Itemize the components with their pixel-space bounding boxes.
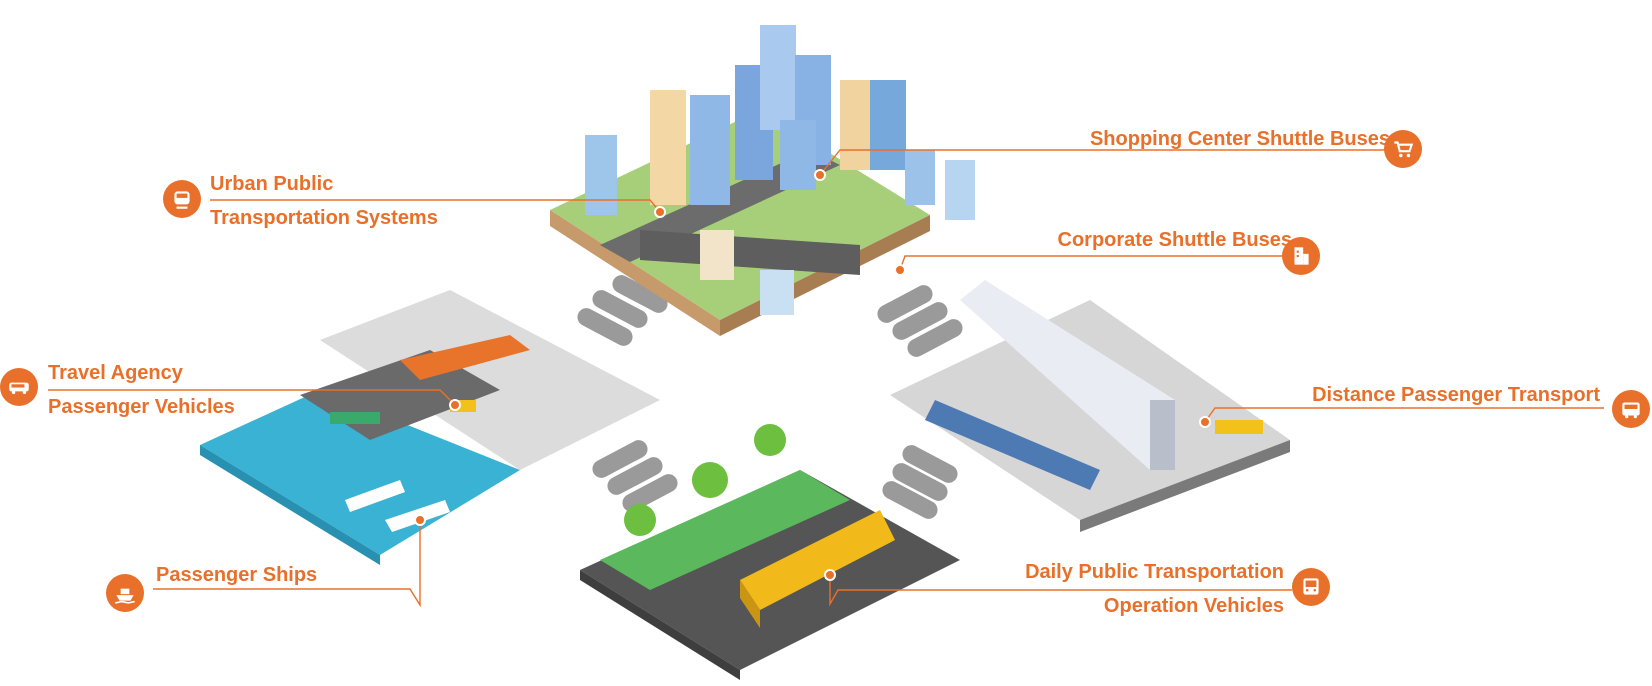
station-tile <box>890 280 1290 532</box>
coach-bus-icon <box>9 382 29 395</box>
travel-line1: Travel Agency <box>48 362 183 384</box>
urban-badge <box>163 180 201 218</box>
intercity-bus-icon <box>1622 402 1640 419</box>
callout-dots <box>414 169 1211 581</box>
city-tile <box>550 25 975 336</box>
ships-badge <box>106 574 144 612</box>
callout-lines <box>48 149 1604 608</box>
urban-line1: Urban Public <box>210 173 334 195</box>
travel-line2: Passenger Vehicles <box>48 396 235 418</box>
daily-badge <box>1292 568 1330 606</box>
corporate-label: Corporate Shuttle Buses <box>1058 223 1292 257</box>
ships-line1: Passenger Ships <box>156 564 318 586</box>
ships-label: Passenger Ships <box>156 558 317 592</box>
office-building-icon <box>1294 247 1309 265</box>
daily-line2: Operation Vehicles <box>1103 595 1284 617</box>
shopping-label: Shopping Center Shuttle Buses <box>1090 122 1390 156</box>
port-tile <box>200 290 660 565</box>
shopping-cart-icon <box>1394 141 1414 158</box>
distance-label: Distance Passenger Transport <box>1312 378 1600 412</box>
train-icon <box>174 191 190 209</box>
distance-line1: Distance Passenger Transport <box>1312 384 1600 406</box>
bus-stop-tile <box>580 424 960 680</box>
city-bus-icon <box>1303 578 1319 595</box>
shopping-badge <box>1384 130 1422 168</box>
shopping-line1: Shopping Center Shuttle Buses <box>1089 128 1390 150</box>
travel-badge <box>0 368 38 406</box>
daily-label: Daily Public Transportation Operation Ve… <box>1025 555 1284 623</box>
corporate-badge <box>1282 237 1320 275</box>
road-connector-pills <box>577 275 963 519</box>
urban-line2: Transportation Systems <box>210 207 438 229</box>
corporate-line1: Corporate Shuttle Buses <box>1057 229 1292 251</box>
travel-label: Travel Agency Passenger Vehicles <box>48 356 235 424</box>
daily-line1: Daily Public Transportation <box>1025 561 1284 583</box>
distance-badge <box>1612 390 1650 428</box>
ship-icon <box>115 588 135 604</box>
urban-label: Urban Public Transportation Systems <box>210 167 438 235</box>
